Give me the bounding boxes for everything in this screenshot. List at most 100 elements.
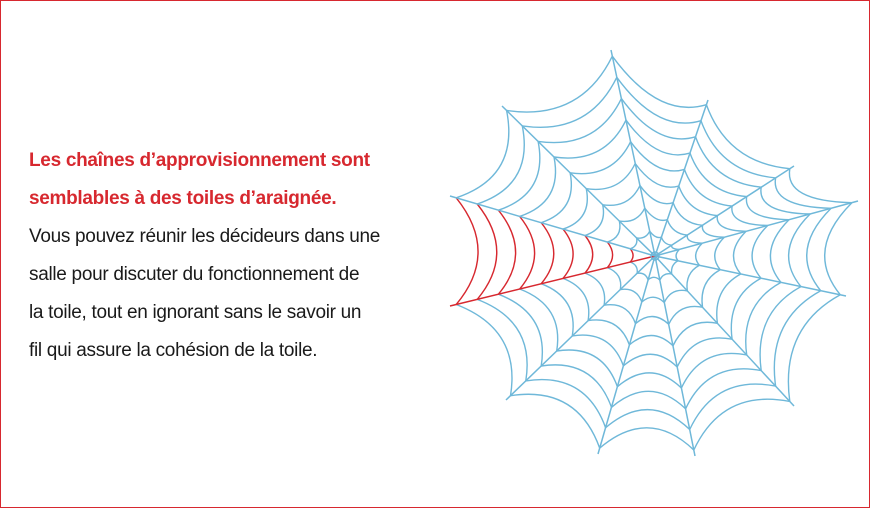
web-spoke bbox=[597, 255, 656, 455]
web-thread bbox=[562, 228, 574, 279]
web-thread bbox=[672, 202, 703, 226]
web-thread bbox=[519, 156, 557, 218]
web-thread bbox=[787, 294, 841, 402]
web-thread bbox=[616, 372, 682, 389]
web-thread bbox=[700, 120, 776, 179]
web-thread bbox=[630, 237, 638, 250]
web-thread bbox=[716, 215, 747, 232]
web-thread bbox=[540, 172, 572, 224]
web-thread bbox=[606, 241, 614, 269]
web-thread bbox=[701, 225, 725, 238]
web-thread bbox=[660, 236, 672, 246]
web-thread bbox=[773, 290, 822, 387]
web-thread bbox=[693, 398, 790, 451]
web-thread bbox=[659, 273, 672, 281]
web-thread bbox=[641, 296, 665, 304]
web-thread bbox=[553, 119, 627, 159]
web-thread bbox=[666, 219, 688, 236]
web-thread bbox=[616, 76, 702, 124]
web-thread bbox=[760, 187, 811, 215]
web-thread bbox=[622, 353, 678, 368]
web-thread bbox=[670, 260, 679, 275]
web-thread bbox=[628, 334, 674, 347]
body-line-4: fil qui assure la cohésion de la toile. bbox=[29, 340, 318, 361]
web-thread bbox=[824, 202, 853, 296]
web-thread bbox=[644, 207, 668, 221]
web-thread bbox=[714, 236, 725, 271]
highlighted-web-spoke bbox=[449, 255, 656, 307]
web-thread bbox=[686, 234, 703, 244]
web-thread bbox=[519, 288, 559, 352]
web-thread bbox=[587, 319, 631, 346]
web-thread bbox=[476, 298, 528, 382]
web-spoke bbox=[654, 255, 795, 407]
web-thread bbox=[629, 248, 634, 263]
web-thread bbox=[672, 321, 718, 347]
web-thread bbox=[630, 141, 685, 172]
web-thread bbox=[634, 163, 679, 188]
web-thread bbox=[541, 364, 613, 408]
web-thread bbox=[620, 288, 643, 303]
web-thread bbox=[684, 368, 762, 410]
web-thread bbox=[732, 230, 747, 275]
web-thread bbox=[695, 242, 703, 266]
web-thread bbox=[602, 185, 641, 207]
web-thread bbox=[611, 55, 707, 109]
web-thread bbox=[476, 203, 498, 300]
web-thread bbox=[611, 390, 687, 410]
web-thread bbox=[676, 337, 733, 368]
web-thread bbox=[476, 125, 525, 205]
web-spoke bbox=[654, 255, 696, 457]
web-thread bbox=[572, 334, 625, 367]
web-thread bbox=[787, 213, 811, 288]
web-thread bbox=[751, 225, 769, 279]
web-thread bbox=[584, 235, 594, 274]
web-thread bbox=[605, 408, 691, 431]
web-thread bbox=[498, 141, 541, 211]
web-thread bbox=[788, 168, 852, 204]
web-thread bbox=[730, 277, 762, 340]
web-thread bbox=[510, 393, 601, 449]
web-thread bbox=[639, 185, 674, 205]
headline-line-2: semblables à des toiles d’araignée. bbox=[29, 188, 337, 209]
web-thread bbox=[584, 204, 605, 237]
web-thread bbox=[745, 196, 790, 221]
web-spoke bbox=[449, 195, 656, 257]
web-thread bbox=[678, 185, 718, 217]
web-thread bbox=[694, 136, 762, 188]
web-thread bbox=[625, 119, 691, 156]
text-block: Les chaînes d’approvisionnement sont sem… bbox=[29, 142, 449, 370]
web-hub bbox=[650, 251, 660, 261]
web-thread bbox=[519, 215, 536, 290]
web-thread bbox=[540, 222, 555, 285]
web-thread bbox=[716, 273, 742, 324]
web-thread bbox=[455, 197, 479, 305]
body-line-1: Vous pouvez réunir les décideurs dans un… bbox=[29, 226, 381, 247]
web-thread bbox=[455, 303, 513, 396]
web-thread bbox=[455, 110, 510, 199]
web-thread bbox=[556, 349, 619, 387]
web-thread bbox=[731, 205, 768, 227]
web-thread bbox=[689, 152, 747, 198]
web-thread bbox=[570, 141, 632, 175]
web-thread bbox=[586, 163, 636, 191]
web-thread bbox=[525, 379, 607, 428]
web-thread bbox=[806, 207, 832, 292]
web-thread bbox=[683, 169, 733, 207]
web-spoke bbox=[501, 105, 656, 257]
web-spoke bbox=[654, 200, 859, 257]
web-thread bbox=[540, 283, 574, 337]
web-thread bbox=[635, 315, 670, 325]
web-spoke bbox=[505, 255, 656, 401]
web-thread bbox=[769, 219, 790, 283]
web-thread bbox=[498, 293, 543, 367]
web-spoke bbox=[654, 255, 847, 297]
web-thread bbox=[506, 55, 613, 113]
web-thread bbox=[686, 264, 700, 291]
body-line-3: la toile, tout en ignorant sans le savoi… bbox=[29, 302, 362, 323]
body-line-2: salle pour discuter du fonctionnement de bbox=[29, 264, 360, 285]
web-thread bbox=[759, 285, 802, 371]
web-thread bbox=[522, 76, 618, 128]
web-thread bbox=[562, 188, 588, 230]
